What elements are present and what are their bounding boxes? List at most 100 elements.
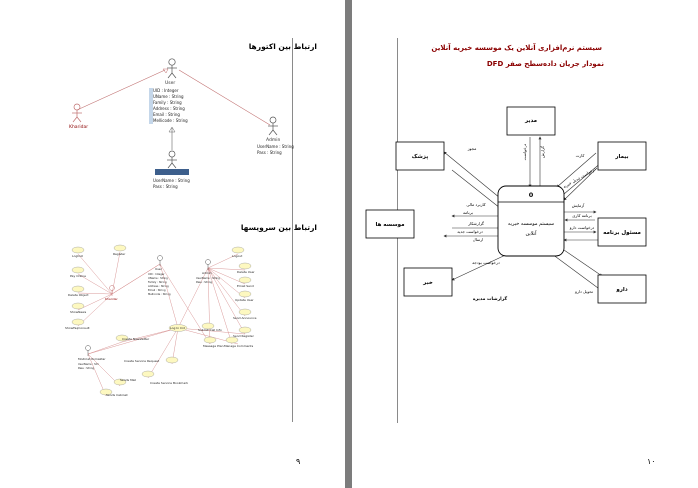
use-case-label: Create Newsletter xyxy=(122,337,150,341)
use-case-label: Send Announce xyxy=(233,316,257,320)
flow-label: کارت xyxy=(576,153,585,158)
entity-news xyxy=(403,267,453,297)
services-user-label: User xyxy=(155,267,163,271)
use-case-label: Delete Object xyxy=(68,293,89,297)
actor-section-title: ارتباط بین اکتورها xyxy=(248,42,317,51)
actor-relationship-diagram: User UID : Integer UName : String Family… xyxy=(69,58,294,189)
use-case-label: Logout xyxy=(232,254,243,258)
use-case-label: Sends Cabinet xyxy=(106,393,128,397)
use-case-label: Email Send xyxy=(237,284,254,288)
page-number: ۹ xyxy=(296,457,301,466)
document-page-right: سیستم نرم‌افزاری آنلاین یک موسسه خیریه آ… xyxy=(352,0,698,488)
services-user-attr: Email : String xyxy=(148,288,166,292)
admin-attr: Pass : String xyxy=(257,150,282,155)
flow-label: درخواست دارو xyxy=(569,225,595,230)
use-case-label: Log In Cid xyxy=(170,326,185,330)
services-section-title: ارتباط بین سرویسها xyxy=(240,223,317,232)
entity-news-label: خبر xyxy=(422,280,433,286)
process-number: 0 xyxy=(529,191,534,199)
data-flow-lines xyxy=(443,136,603,289)
entity-institutions-label: موسسه ها xyxy=(376,222,405,228)
entity-manager-label: مدیر xyxy=(524,118,537,124)
use-case-label: Create Service Bookmark xyxy=(150,381,188,385)
services-admin-actor: Admin UserName : String Pass : String xyxy=(196,259,220,284)
flow-label: ارسال xyxy=(473,237,484,242)
process-label: سیستم موسسه خیریه xyxy=(508,221,554,227)
use-case-label: Create Service Request xyxy=(124,359,160,363)
use-case-label: Update User xyxy=(235,298,254,302)
flow-label: گزارشات مدیره xyxy=(473,295,508,302)
services-user-actor: User UID : Integer UName : String Family… xyxy=(148,255,171,296)
dfd-level-zero-diagram: 0 سیستم موسسه خیریه آنلاین مدیر پزشک بیم… xyxy=(365,106,647,304)
db-user-banner xyxy=(155,169,189,175)
margin-rule xyxy=(292,38,293,238)
flow-label: مجوز xyxy=(467,146,477,151)
services-buyer-label: Kharidar xyxy=(105,297,119,301)
user-attr: Address : String xyxy=(153,106,185,111)
process-label: آنلاین xyxy=(526,230,538,237)
page-gutter xyxy=(345,0,352,488)
entity-program-manager xyxy=(597,217,647,247)
flow-label: آزمایش xyxy=(572,203,586,208)
db-user-actor: UserName : String Pass : String xyxy=(153,150,190,189)
entity-medicine xyxy=(597,274,647,304)
entity-doctor-label: پزشک xyxy=(412,153,429,160)
use-case-label: Message Plan xyxy=(203,344,224,348)
entity-patient xyxy=(597,141,647,171)
flow-label: درخواست xyxy=(522,143,527,160)
generalization-line xyxy=(76,69,166,111)
use-case-label: ShowFaqConsult xyxy=(65,326,90,330)
user-attr: Mellicode : String xyxy=(153,118,188,123)
use-case-label: Send Register xyxy=(233,334,255,338)
flow-label: تحویل دارو xyxy=(574,289,593,294)
entity-institutions xyxy=(365,209,415,239)
services-bottom-attr: UserName : Stri xyxy=(78,362,99,366)
generalization-line xyxy=(178,69,271,126)
use-case-label: Manage Comments xyxy=(224,344,254,348)
margin-rule xyxy=(292,232,293,422)
flow-label: درخواست تبدیل خیریه xyxy=(562,166,597,189)
flow-label: درخواست جدید xyxy=(457,229,483,234)
flow-label: برنامه کاری xyxy=(572,213,591,218)
admin-actor: Admin UserName : String Pass : String xyxy=(257,116,294,155)
central-process: 0 سیستم موسسه خیریه آنلاین xyxy=(497,185,565,257)
services-bottom-actor-label: Modiriat Komaktar xyxy=(78,357,106,361)
entity-doctor xyxy=(395,141,445,171)
services-user-attr: Address : String xyxy=(148,284,169,288)
flow-label: گزارش xyxy=(540,146,545,158)
use-case-label: Sends Mail xyxy=(120,378,136,382)
use-case-label: Pay Online xyxy=(70,274,86,278)
services-buyer-actor: Kharidar xyxy=(105,285,119,301)
user-actor-label: User xyxy=(165,80,175,86)
services-user-attr: UName : String xyxy=(148,276,168,280)
entity-program-manager-label: مسئول برنامه xyxy=(603,230,641,236)
flow-label: کاربرد مالی xyxy=(466,202,485,207)
document-page-left: ارتباط بین اکتورها ارتباط بین سرویسها ۹ … xyxy=(0,0,345,488)
use-case-label: Submit Call Info xyxy=(198,328,222,332)
services-relationship-diagram: LogOut Register Pay Online Delete Object… xyxy=(65,244,257,397)
user-attr: UName : String xyxy=(153,94,184,99)
user-attr: UID : Integer xyxy=(153,88,179,93)
admin-attr: UserName : String xyxy=(257,144,294,149)
use-case-ovals xyxy=(71,244,252,396)
use-case-label: LogOut xyxy=(72,254,84,258)
use-case-label: Register xyxy=(113,252,126,256)
flow-label: درخواست بودجه xyxy=(472,260,500,265)
user-actor: User UID : Integer UName : String Family… xyxy=(149,58,188,124)
db-user-attr: Pass : String xyxy=(153,184,178,189)
flow-label: گزارشکار xyxy=(467,221,484,226)
services-user-attr: Family : String xyxy=(148,280,167,284)
buyer-actor: Kharidar xyxy=(69,103,88,130)
db-user-attr: UserName : String xyxy=(153,178,190,183)
use-case-label: Delete User xyxy=(237,270,255,274)
services-bottom-actor: Modiriat Komaktar UserName : Stri Pass :… xyxy=(78,345,106,370)
services-user-attr: Mellicode : String xyxy=(148,292,171,296)
services-admin-attr: Pass : String xyxy=(196,280,212,284)
user-attr: Family : String xyxy=(153,100,182,105)
use-case-label: ShowNews xyxy=(70,310,87,314)
services-user-attr: UID : Integer xyxy=(148,272,165,276)
dfd-page-subtitle: نمودار جریان داده‌سطح صفر DFD xyxy=(486,60,604,68)
services-admin-attr: UserName : String xyxy=(196,276,220,280)
flow-label: برنامه xyxy=(463,210,473,215)
page-number: ۱۰ xyxy=(647,457,656,466)
